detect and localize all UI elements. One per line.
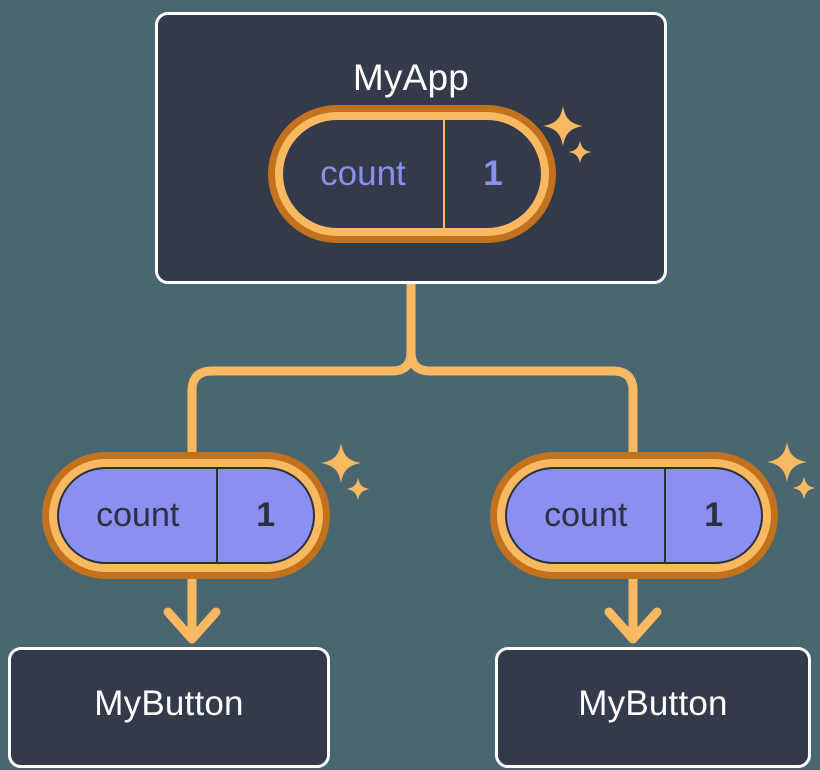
- state-pill-ring: count 1: [275, 112, 549, 236]
- state-pill-right[interactable]: count 1: [490, 452, 778, 579]
- state-pill-left[interactable]: count 1: [42, 452, 330, 579]
- connector-root-to-right-pill: [406, 279, 638, 457]
- state-value-label: 1: [256, 496, 276, 534]
- state-pill-divider: [442, 120, 445, 228]
- state-pill-body: count 1: [283, 120, 541, 228]
- component-node-mybutton-right[interactable]: MyButton: [495, 647, 811, 768]
- state-value-label: 1: [704, 496, 724, 534]
- state-pill-divider: [216, 469, 219, 562]
- state-pill-myapp[interactable]: count 1: [268, 105, 556, 243]
- state-value-label: 1: [483, 154, 503, 193]
- state-key-label: count: [544, 496, 628, 534]
- state-pill-divider: [664, 469, 667, 562]
- arrow-head-right: [604, 607, 662, 644]
- arrow-head-left: [163, 607, 221, 644]
- component-label-myapp: MyApp: [352, 57, 470, 98]
- state-key-label: count: [96, 496, 180, 534]
- component-label-mybutton-left: MyButton: [94, 684, 244, 723]
- component-node-mybutton-left[interactable]: MyButton: [8, 647, 330, 768]
- state-pill-ring: count 1: [497, 459, 771, 572]
- component-label-mybutton-right: MyButton: [578, 684, 728, 723]
- state-pill-body: count 1: [505, 467, 763, 564]
- state-pill-body: count 1: [57, 467, 315, 564]
- state-key-label: count: [320, 154, 406, 193]
- state-pill-ring: count 1: [49, 459, 323, 572]
